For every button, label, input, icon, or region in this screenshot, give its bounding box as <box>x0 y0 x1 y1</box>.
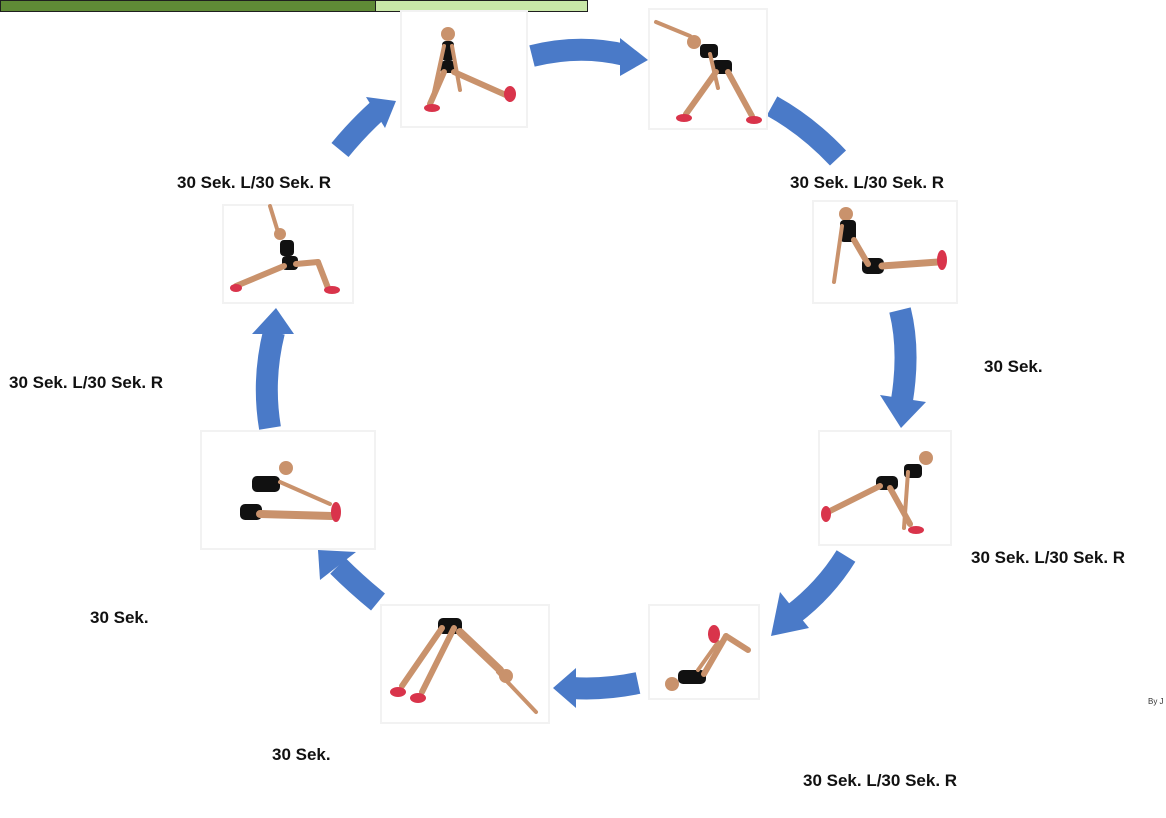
arrow-upper-right <box>772 106 838 158</box>
arrow-top <box>532 38 648 76</box>
credit-text: By J <box>1148 697 1164 706</box>
arrow-bottom <box>553 668 638 708</box>
photo-lying-figure-four <box>648 604 760 700</box>
arrow-upper-left <box>340 97 396 150</box>
top-bar-dark-segment <box>0 0 376 12</box>
arrow-left <box>252 308 294 428</box>
arrow-right <box>880 310 926 428</box>
photo-pike-stretch <box>380 604 550 724</box>
label-right-middle: 30 Sek. <box>984 357 1043 377</box>
arrow-lower-right <box>771 556 846 636</box>
label-left-middle: 30 Sek. L/30 Sek. R <box>9 373 163 393</box>
photo-lying-knee-hug <box>818 430 952 546</box>
photo-side-lunge <box>400 10 528 128</box>
label-left-lower: 30 Sek. <box>90 608 149 628</box>
photo-low-lunge-reach <box>222 204 354 304</box>
arrow-lower-left <box>318 550 378 602</box>
photo-seated-forward-fold <box>200 430 376 550</box>
arrow-top-head <box>620 38 648 76</box>
label-upper-left: 30 Sek. L/30 Sek. R <box>177 173 331 193</box>
label-bottom-right: 30 Sek. L/30 Sek. R <box>803 771 957 791</box>
label-upper-right: 30 Sek. L/30 Sek. R <box>790 173 944 193</box>
label-right-lower: 30 Sek. L/30 Sek. R <box>971 548 1125 568</box>
photo-seated-hip-opener <box>812 200 958 304</box>
arrow-top-shaft <box>532 50 625 56</box>
label-bottom-left: 30 Sek. <box>272 745 331 765</box>
photo-standing-side-bend <box>648 8 768 130</box>
